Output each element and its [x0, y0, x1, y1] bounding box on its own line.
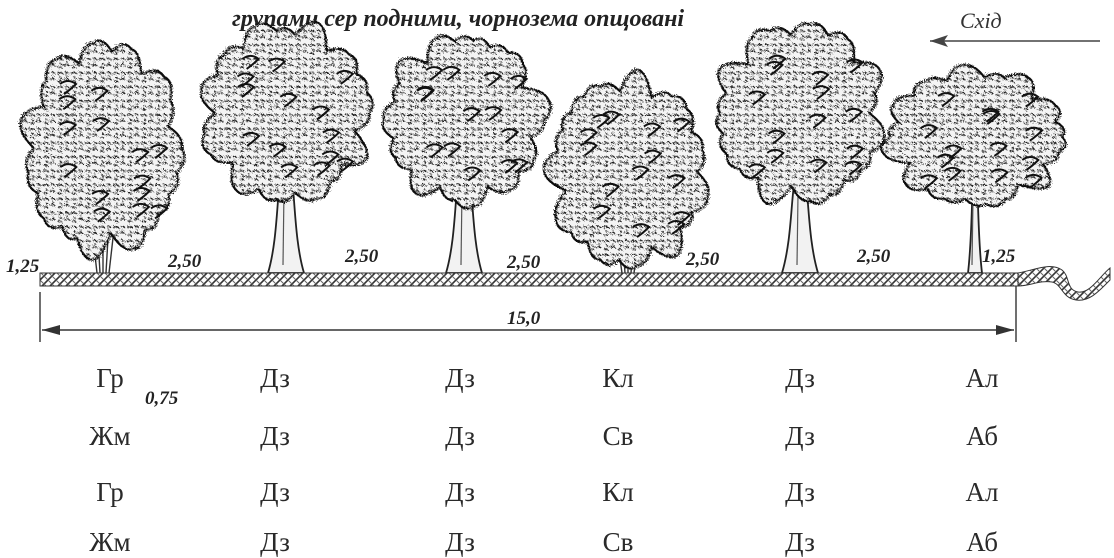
species-code: Кл	[602, 363, 633, 393]
species-code: Дз	[445, 477, 475, 507]
ground-strip	[39, 266, 1111, 301]
species-code: Ал	[966, 477, 999, 507]
shrub-tree-icon	[19, 39, 186, 274]
species-code: Кл	[602, 477, 633, 507]
species-code: Дз	[260, 527, 290, 557]
species-code: Св	[603, 421, 634, 451]
row-offset-label: 0,75	[145, 388, 179, 409]
species-code: Дз	[785, 421, 815, 451]
species-code: Дз	[785, 363, 815, 393]
species-code: Дз	[445, 527, 475, 557]
spacing-label: 2,50	[506, 252, 541, 273]
species-code: Ал	[966, 363, 999, 393]
species-code: Гр	[96, 363, 123, 393]
left-arrow-icon	[930, 35, 1100, 47]
species-code: Дз	[260, 477, 290, 507]
species-code: Дз	[785, 477, 815, 507]
species-code: Дз	[445, 421, 475, 451]
tree-row	[19, 20, 1067, 274]
species-code: Жм	[89, 421, 130, 451]
species-code: Аб	[966, 421, 998, 451]
direction-label: Схід	[960, 8, 1002, 33]
species-code: Дз	[785, 527, 815, 557]
oak-tree-icon	[199, 20, 374, 274]
spacing-label-edge-left: 1,25	[6, 256, 40, 277]
oak-tree-icon	[381, 34, 552, 274]
diagram-title: групами сер подними, чорнозема опщовані	[232, 6, 684, 32]
oak-tree-icon	[715, 22, 886, 274]
species-code: Св	[603, 527, 634, 557]
species-code: Гр	[96, 477, 123, 507]
spacing-label: 2,50	[344, 246, 379, 267]
spacing-label: 2,50	[856, 246, 891, 267]
spacing-label-edge-right: 1,25	[982, 246, 1016, 267]
maple-shrub-icon	[542, 68, 710, 274]
species-code: Аб	[966, 527, 998, 557]
total-width-dimension	[39, 286, 1017, 342]
spacing-label: 2,50	[167, 251, 202, 272]
species-code: Дз	[260, 363, 290, 393]
spacing-label: 2,50	[685, 249, 720, 270]
total-width-label: 15,0	[507, 308, 541, 329]
apricot-tree-icon	[880, 63, 1067, 274]
species-code: Дз	[260, 421, 290, 451]
species-code: Жм	[89, 527, 130, 557]
species-code: Дз	[445, 363, 475, 393]
